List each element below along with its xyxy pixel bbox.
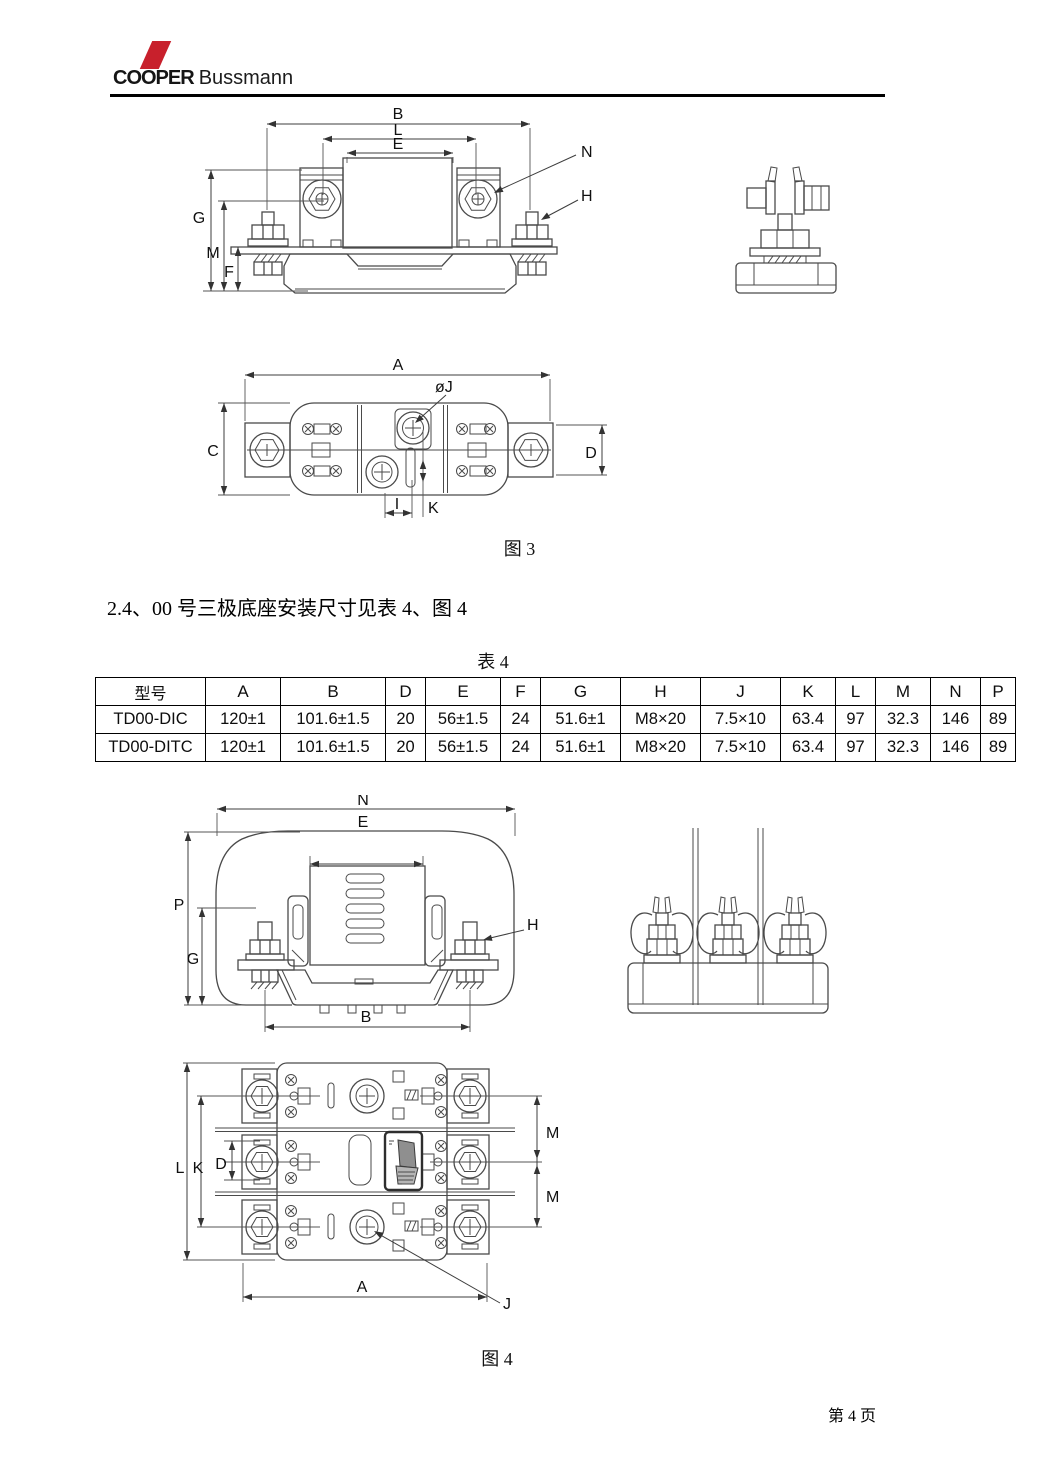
fig4-side-view (627, 828, 829, 1014)
fig4-front-dimensions: N E P G H B (175, 795, 539, 1032)
table4-caption: 表 4 (477, 652, 509, 672)
figure4-drawing: N E P G H B (175, 795, 829, 1313)
logo-cooper: COOPER (113, 67, 195, 89)
table-header-a: A (205, 677, 281, 706)
dim-label-k: K (428, 500, 439, 517)
dim-label-i: I (395, 496, 399, 513)
table-header-n: N (930, 677, 981, 706)
dim-label-c: C (207, 443, 219, 460)
fig3-side-view (735, 166, 837, 294)
table-header-j: J (700, 677, 781, 706)
table-cell: 7.5×10 (700, 733, 781, 762)
dim-label-a: A (393, 357, 404, 374)
table-4: 型号 A B D E F G H J K L M N P TD00-DIC 12… (95, 677, 1016, 762)
table-cell: 63.4 (780, 733, 836, 762)
table-cell: 56±1.5 (425, 733, 501, 762)
fig4-plan-view (197, 1062, 542, 1261)
fig3-plan-view (244, 402, 554, 496)
dim-label-d: D (585, 445, 597, 462)
table-header-p: P (980, 677, 1016, 706)
dim-label-b: B (361, 1009, 372, 1026)
table-cell: 120±1 (205, 705, 281, 734)
table-cell: 120±1 (205, 733, 281, 762)
logo-red-parallelogram-icon (139, 41, 172, 69)
dim-label-l: L (394, 122, 403, 139)
table-cell: 32.3 (875, 705, 931, 734)
fig4-plan-dimensions: L K D M M A J (176, 1062, 559, 1313)
dim-label-m-upper: M (546, 1125, 559, 1142)
table-cell: 89 (980, 733, 1016, 762)
dim-label-h: H (527, 917, 539, 934)
dim-label-b: B (393, 106, 404, 123)
table-cell: 146 (930, 705, 981, 734)
table-cell: 20 (385, 733, 426, 762)
dim-label-n: N (357, 795, 369, 809)
table-cell: 7.5×10 (700, 705, 781, 734)
dim-label-h: H (581, 188, 593, 205)
table-cell: 51.6±1 (540, 733, 621, 762)
table-cell: 97 (835, 733, 876, 762)
table-cell: 101.6±1.5 (280, 705, 386, 734)
fig4-front-view (215, 830, 515, 1014)
table-header-model: 型号 (95, 677, 206, 706)
dim-label-oj: øJ (435, 379, 453, 396)
table-cell: 89 (980, 705, 1016, 734)
table-cell: 97 (835, 705, 876, 734)
fig3-plan-dimensions: A øJ C D I K (207, 357, 607, 518)
fig3-front-dimensions: B L E N H G M F (193, 106, 593, 292)
table-header-g: G (540, 677, 621, 706)
dim-label-k: K (193, 1160, 204, 1177)
section-2-4-text: 2.4、00 号三极底座安装尺寸见表 4、图 4 (107, 598, 467, 620)
logo-bussmann: Bussmann (198, 67, 294, 89)
dim-label-j: J (503, 1296, 511, 1313)
figure3-drawing: B L E N H G M F (193, 106, 837, 518)
dim-label-n: N (581, 144, 593, 161)
dim-label-m-lower: M (546, 1189, 559, 1206)
table-cell: TD00-DITC (95, 733, 206, 762)
dim-label-d: D (215, 1156, 227, 1173)
fuse-monitor-switch (383, 1130, 424, 1192)
table-header-h: H (620, 677, 701, 706)
header-rule (110, 94, 885, 97)
table-cell: 101.6±1.5 (280, 733, 386, 762)
table-cell: 24 (500, 733, 541, 762)
table-cell: 146 (930, 733, 981, 762)
table-header-row: 型号 A B D E F G H J K L M N P (95, 677, 1016, 706)
table-cell: 51.6±1 (540, 705, 621, 734)
table-header-b: B (280, 677, 386, 706)
dim-label-l: L (176, 1160, 185, 1177)
table-cell: 56±1.5 (425, 705, 501, 734)
table-row: TD00-DITC 120±1 101.6±1.5 20 56±1.5 24 5… (95, 733, 1016, 762)
table-header-f: F (500, 677, 541, 706)
dim-label-e: E (393, 136, 404, 153)
table-cell: M8×20 (620, 733, 701, 762)
table-cell: TD00-DIC (95, 705, 206, 734)
table-cell: M8×20 (620, 705, 701, 734)
table-header-m: M (875, 677, 931, 706)
table-header-d: D (385, 677, 426, 706)
figure3-caption: 图 3 (503, 539, 536, 559)
table-header-e: E (425, 677, 501, 706)
dim-label-g: G (187, 951, 199, 968)
figure4-caption: 图 4 (481, 1349, 513, 1369)
table-header-k: K (780, 677, 836, 706)
table-row: TD00-DIC 120±1 101.6±1.5 20 56±1.5 24 51… (95, 705, 1016, 734)
dim-label-g: G (193, 210, 205, 227)
table-cell: 63.4 (780, 705, 836, 734)
dim-label-e: E (358, 814, 369, 831)
dim-label-m: M (206, 245, 219, 262)
table-cell: 24 (500, 705, 541, 734)
table-cell: 32.3 (875, 733, 931, 762)
fig3-front-view (230, 157, 558, 294)
dim-label-p: P (175, 897, 184, 914)
dim-label-a: A (357, 1279, 368, 1296)
dim-label-f: F (224, 264, 234, 281)
table-header-l: L (835, 677, 876, 706)
page-number: 第 4 页 (828, 1408, 877, 1425)
table-cell: 20 (385, 705, 426, 734)
